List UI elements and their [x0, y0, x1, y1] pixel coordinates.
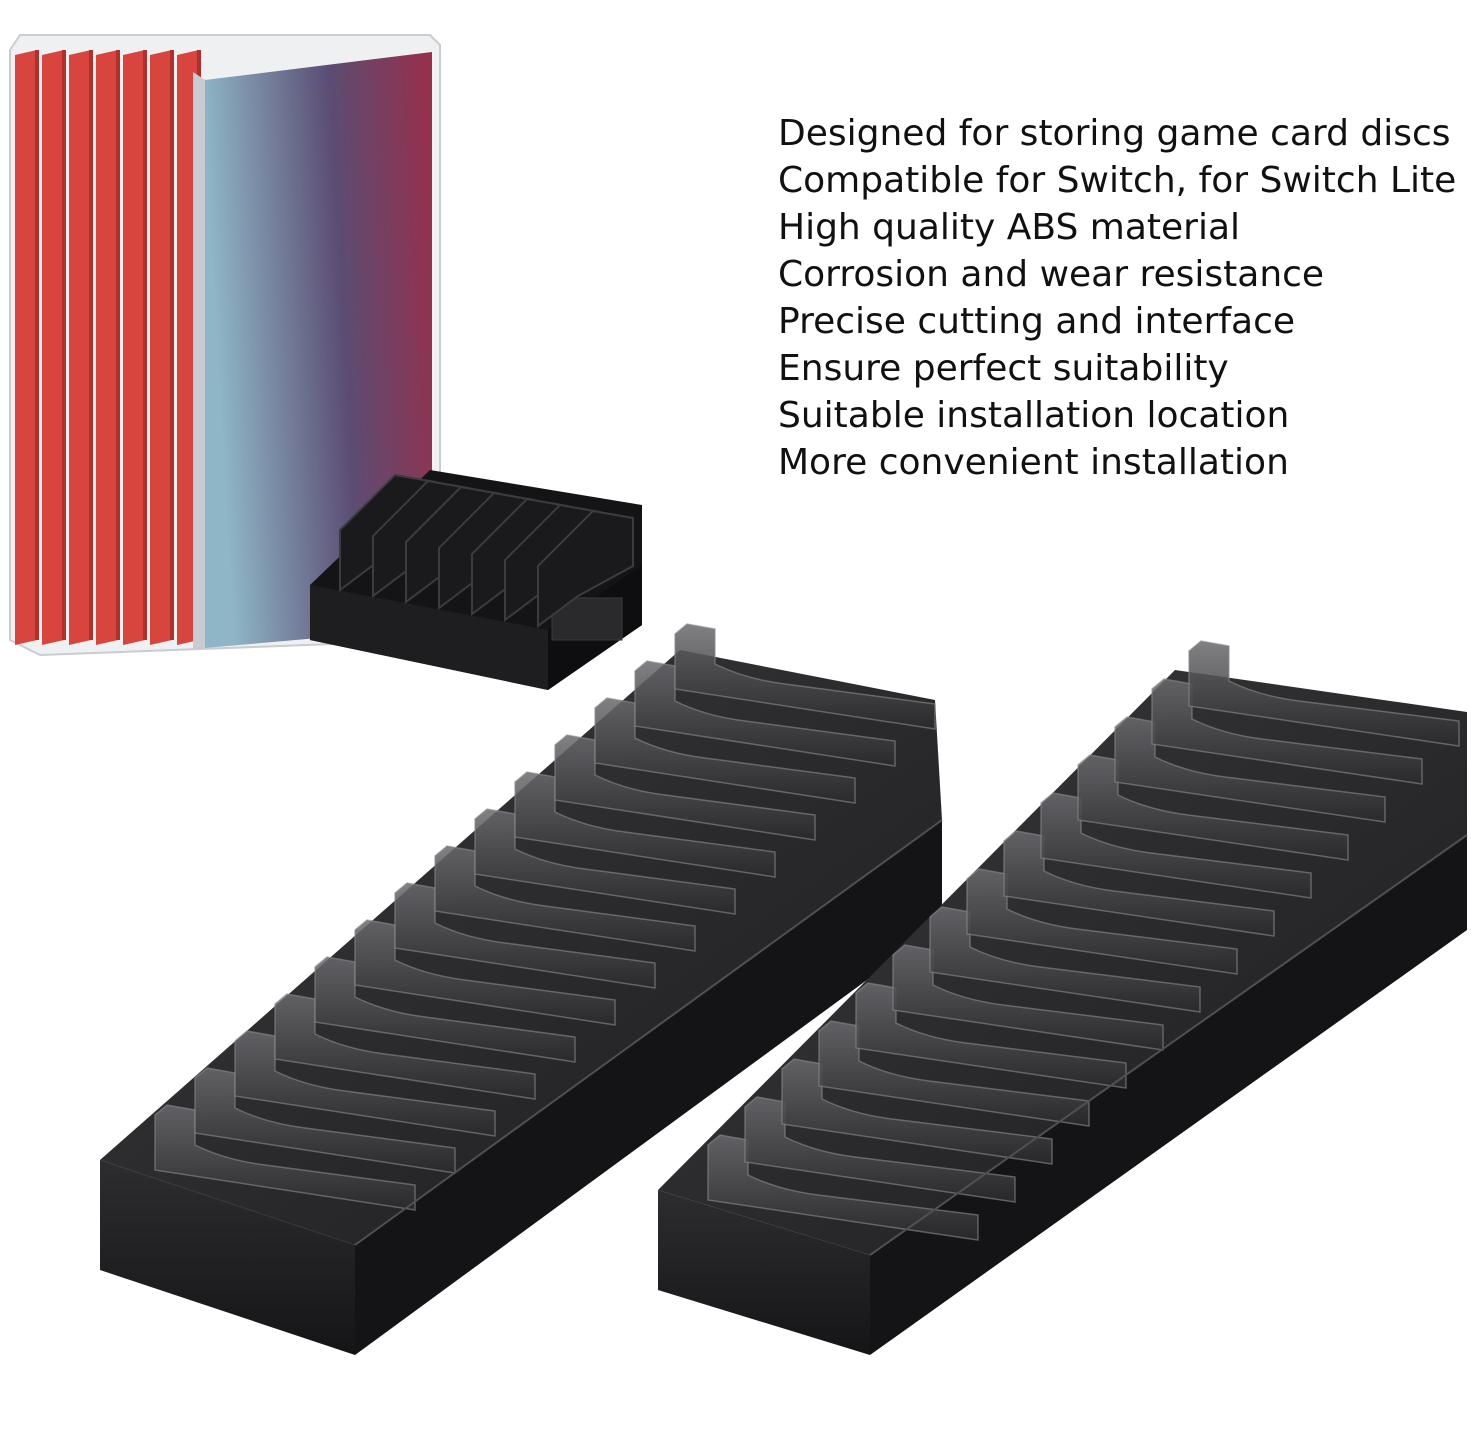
- feature-item: Precise cutting and interface: [778, 301, 1296, 342]
- feature-list: Designed for storing game card discs Com…: [778, 110, 1456, 486]
- case-spine-edge: [35, 50, 39, 640]
- left-holder-slots: [154, 623, 936, 1211]
- case-spine-edge: [143, 50, 147, 640]
- case-spines: [15, 50, 201, 645]
- case-spine: [15, 50, 37, 645]
- feature-item: More convenient installation: [778, 442, 1289, 483]
- feature-item: Ensure perfect suitability: [778, 348, 1229, 389]
- case-spine-edge: [89, 50, 93, 640]
- feature-item: High quality ABS material: [778, 207, 1241, 248]
- small-card-holder: [310, 470, 642, 690]
- case-spine: [123, 50, 145, 645]
- feature-item: Corrosion and wear resistance: [778, 254, 1325, 295]
- small-holder-slots: [339, 473, 634, 628]
- holder-fin: [1188, 640, 1460, 747]
- feature-item: Compatible for Switch, for Switch Lite: [778, 160, 1457, 201]
- case-spine-edge: [170, 50, 174, 640]
- long-card-holder-right: [658, 640, 1468, 1355]
- case-spine-edge: [116, 50, 120, 640]
- case-spine: [69, 50, 91, 645]
- case-spine-edge: [62, 50, 66, 640]
- case-spine: [42, 50, 64, 645]
- right-holder-slots: [707, 640, 1460, 1241]
- feature-item: Suitable installation location: [778, 395, 1290, 436]
- feature-item: Designed for storing game card discs: [778, 113, 1451, 154]
- game-case-stack: [9, 34, 441, 657]
- holder-fin: [674, 623, 936, 730]
- case-spine: [150, 50, 172, 645]
- small-holder-fin: [537, 509, 634, 628]
- long-card-holder-left: [100, 623, 943, 1355]
- case-spine: [96, 50, 118, 645]
